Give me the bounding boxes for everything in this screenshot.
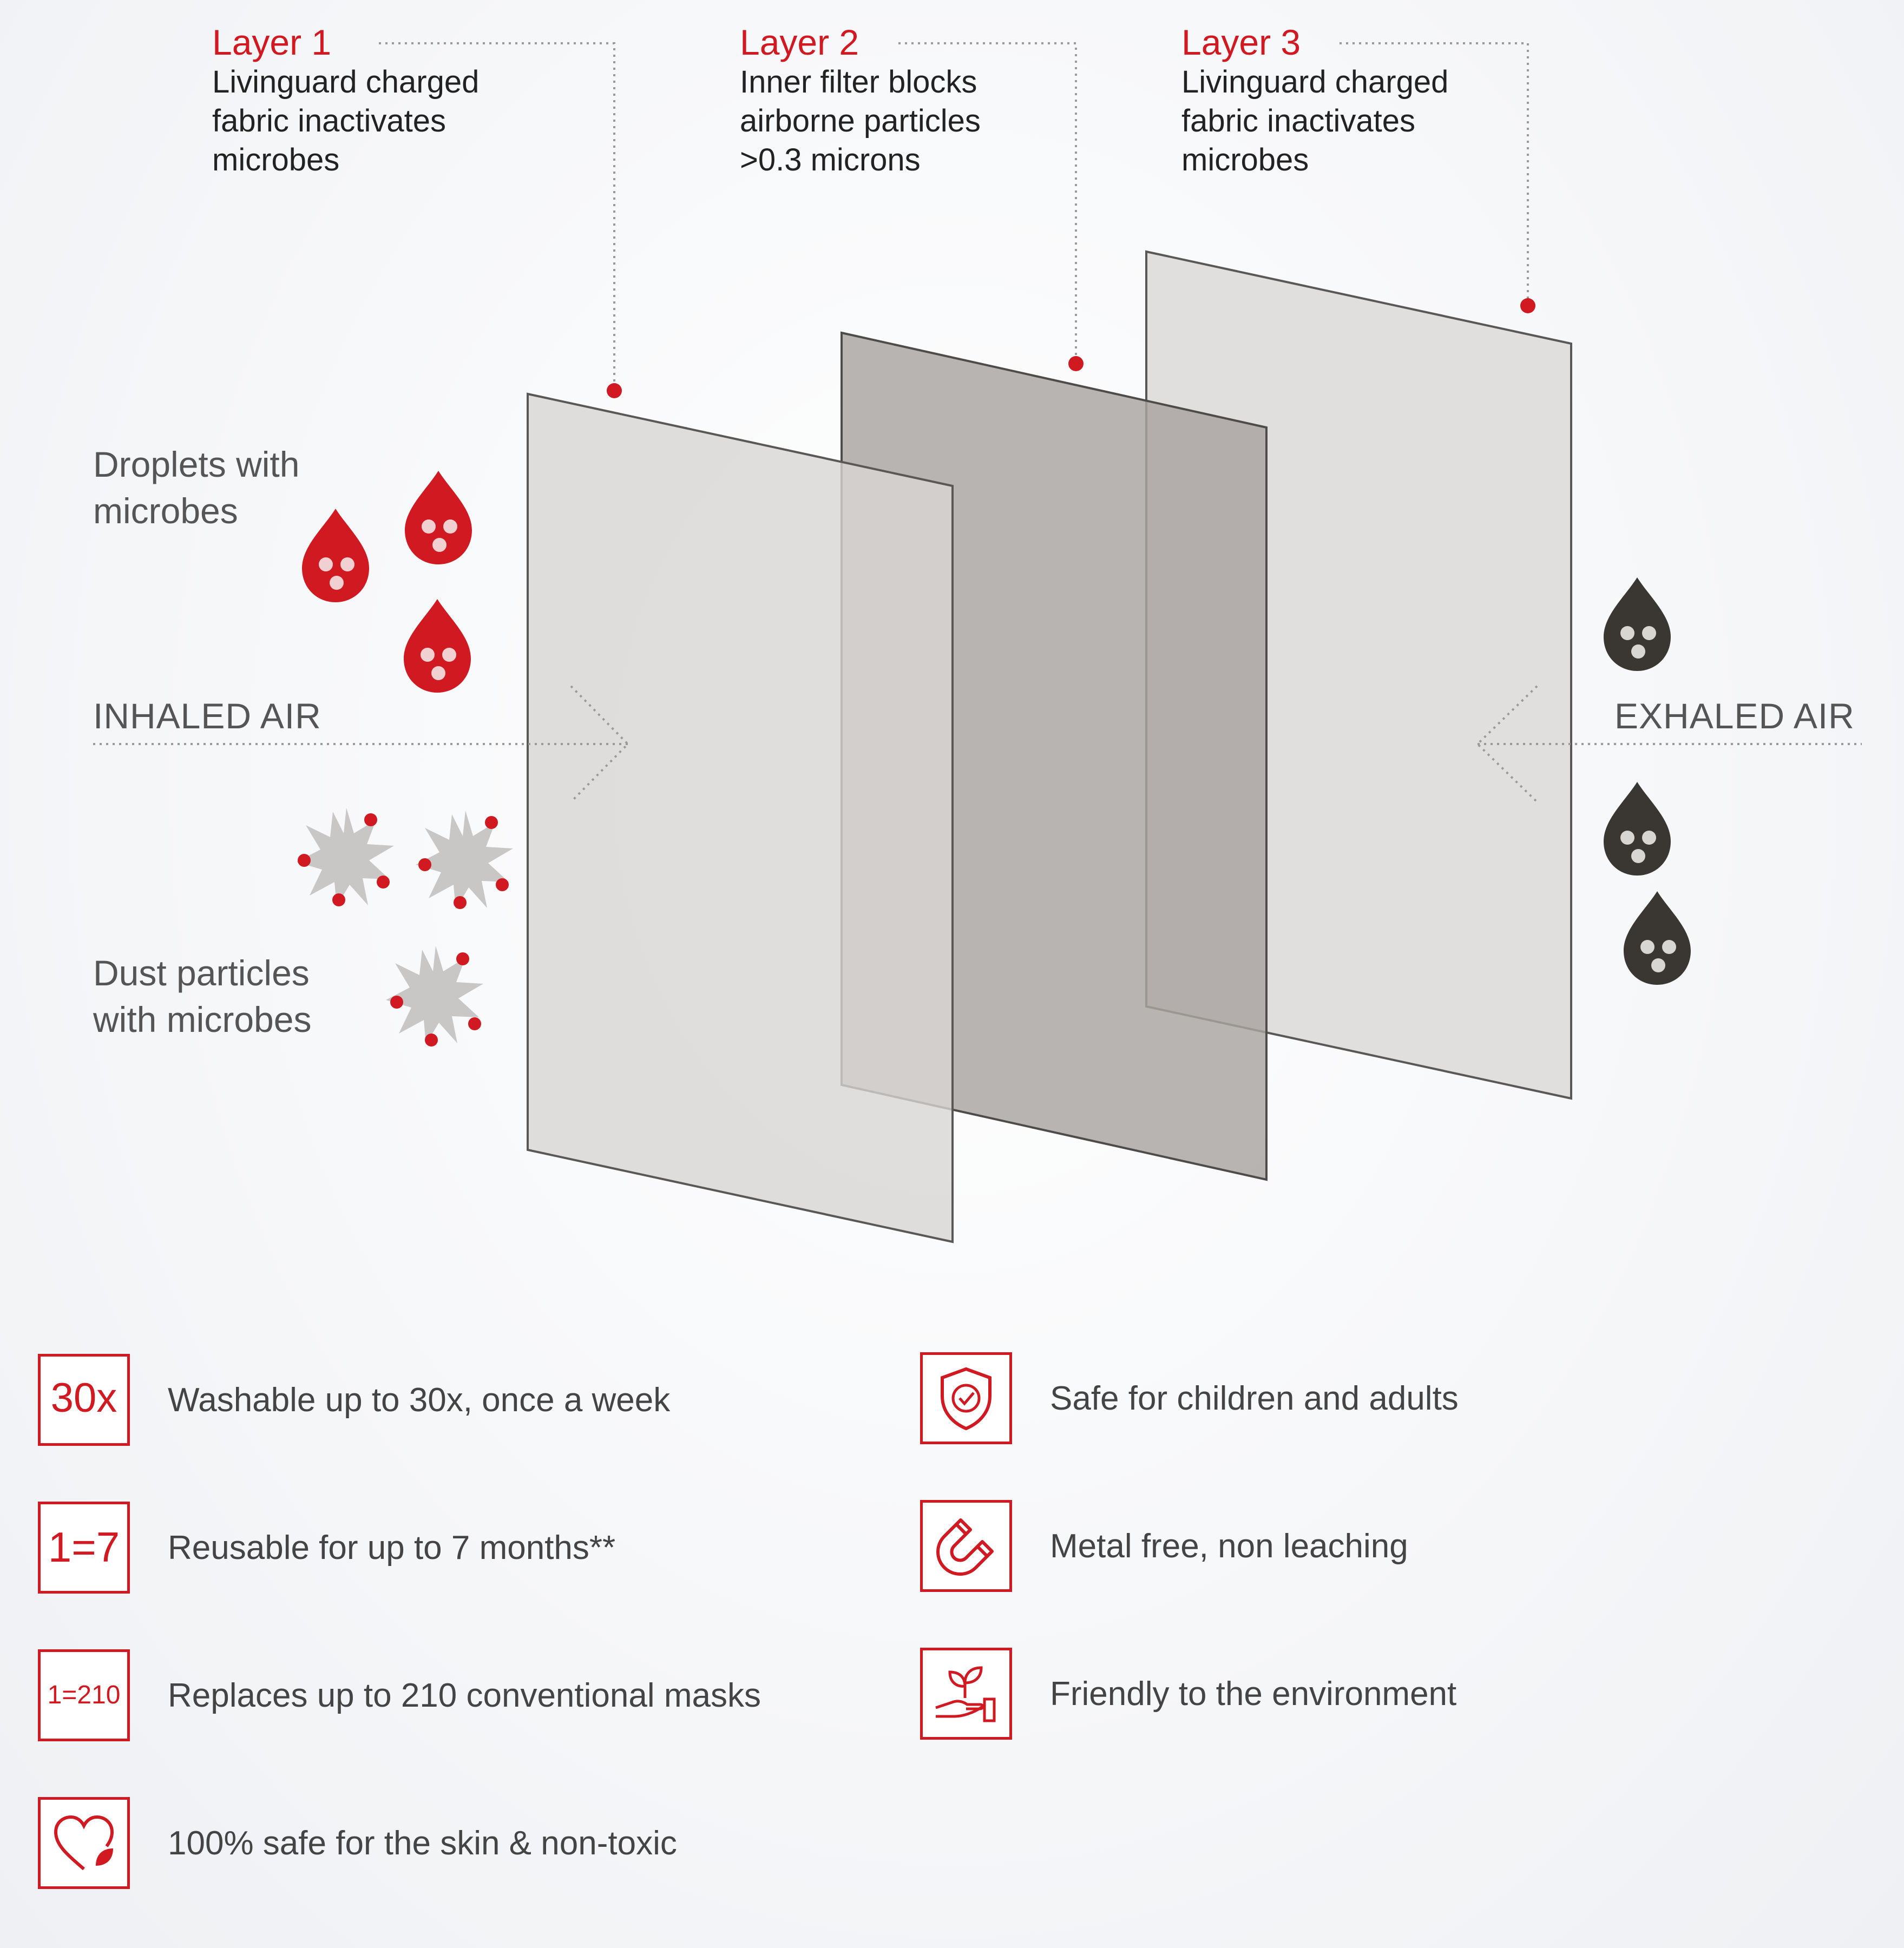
layer-2-marker-dot (1068, 356, 1084, 371)
feature-eco: Friendly to the environment (920, 1645, 1456, 1742)
feature-text: 100% safe for the skin & non-toxic (168, 1824, 677, 1862)
dust-particle-icon (416, 811, 513, 909)
layer-1-marker-dot (607, 383, 622, 398)
feature-text: Metal free, non leaching (1050, 1527, 1408, 1565)
layer-2-title: Layer 2 (740, 22, 859, 62)
layer-2-description: Inner filter blocks airborne particles >… (740, 64, 981, 177)
hand-plant-icon (935, 1666, 996, 1722)
1-equals-210-badge-icon: 1=210 (38, 1649, 130, 1741)
layer-2-callout: Layer 2 Inner filter blocks airborne par… (740, 22, 981, 180)
exhaled-arrow-icon (1476, 685, 1538, 803)
red-droplet-icon (302, 509, 369, 602)
mask-layers-diagram (93, 42, 1862, 1243)
red-droplet-icon (405, 471, 472, 564)
layer-3-description: Livinguard charged fabric inactivates mi… (1181, 64, 1449, 177)
1-equals-210-badge-text: 1=210 (48, 1681, 121, 1709)
dark-droplet-icon (1624, 891, 1691, 985)
feature-text: Washable up to 30x, once a week (168, 1381, 671, 1419)
shield-check-icon (941, 1367, 992, 1431)
layer-1-panel (527, 392, 954, 1243)
layer-1-description: Livinguard charged fabric inactivates mi… (212, 64, 480, 177)
feature-text: Friendly to the environment (1050, 1675, 1457, 1713)
1-equals-7-badge-text: 1=7 (48, 1523, 120, 1571)
exhaled-air-label: EXHALED AIR (1614, 696, 1855, 736)
layer-3-title: Layer 3 (1181, 22, 1301, 62)
feature-skin-safe: 100% safe for the skin & non-toxic (38, 1794, 677, 1892)
feature-replaces: 1=210 Replaces up to 210 conventional ma… (38, 1647, 761, 1744)
inhaled-arrow-icon (570, 685, 629, 803)
callout-lines (379, 42, 1529, 391)
layer-3-callout: Layer 3 Livinguard charged fabric inacti… (1181, 22, 1448, 180)
feature-reusable: 1=7 Reusable for up to 7 months** (38, 1499, 615, 1596)
feature-metal-free: Metal free, non leaching (920, 1497, 1408, 1595)
30x-badge-text: 30x (51, 1375, 117, 1421)
feature-child-safe: Safe for children and adults (920, 1350, 1459, 1447)
feature-text: Safe for children and adults (1050, 1379, 1459, 1417)
dust-particle-icon (386, 946, 483, 1047)
dust-particle-icon (297, 808, 394, 906)
30x-badge-icon: 30x (38, 1354, 130, 1446)
dust-label: Dust particles with microbes (93, 953, 312, 1039)
1-equals-7-badge-icon: 1=7 (38, 1502, 130, 1594)
red-droplet-icon (404, 599, 471, 693)
feature-text: Reusable for up to 7 months** (168, 1529, 616, 1567)
dark-droplet-icon (1604, 577, 1671, 671)
droplets-label: Droplets with microbes (93, 444, 300, 531)
layer-3-marker-dot (1520, 298, 1535, 313)
layer-1-callout: Layer 1 Livinguard charged fabric inacti… (212, 22, 479, 180)
feature-text: Replaces up to 210 conventional masks (168, 1676, 761, 1714)
layer-1-title: Layer 1 (212, 22, 332, 62)
dark-droplet-icon (1604, 782, 1671, 876)
heart-leaf-icon (54, 1815, 114, 1871)
inhaled-air-label: INHALED AIR (93, 696, 321, 736)
feature-washable: 30x Washable up to 30x, once a week (38, 1351, 670, 1449)
magnet-icon (936, 1518, 994, 1576)
